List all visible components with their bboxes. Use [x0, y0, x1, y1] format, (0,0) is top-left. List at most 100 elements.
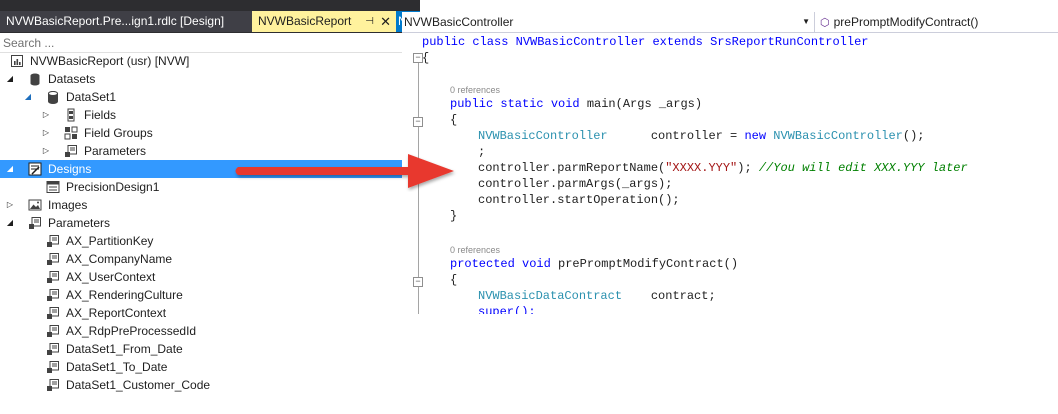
parameter-icon	[47, 325, 59, 337]
code-line-declaration: NVWBasicController controller = new NVWB…	[478, 129, 925, 143]
collapsed-arrow-icon[interactable]: ▷	[6, 200, 14, 209]
code-comment: //You will edit XXX.YYY later	[758, 161, 968, 175]
expanded-arrow-icon[interactable]: ◢	[6, 74, 14, 83]
collapse-icon[interactable]: −	[413, 53, 423, 63]
code-token: NVWBasicController	[515, 35, 646, 49]
code-token: extends	[645, 35, 711, 49]
codelens-references[interactable]: 0 references	[450, 245, 501, 255]
tree-item-parameter-label: DataSet1_From_Date	[66, 342, 183, 356]
tree-item-parameter[interactable]: DataSet1_Customer_Code	[0, 376, 402, 394]
tree-item-parameter[interactable]: AX_RdpPreProcessedId	[0, 322, 402, 340]
class-dropdown[interactable]: NVWBasicController ▼	[404, 12, 815, 32]
code-token: controller.parmReportName(	[478, 161, 666, 175]
code-line-main: public static void main(Args _args)	[450, 97, 702, 111]
tree-item-parameter[interactable]: DataSet1_To_Date	[0, 358, 402, 376]
parameter-icon	[47, 253, 59, 265]
expanded-arrow-icon[interactable]: ◢	[6, 164, 14, 173]
code-line-contract: NVWBasicDataContract contract;	[478, 289, 716, 303]
tree-item-parameter[interactable]: AX_RenderingCulture	[0, 286, 402, 304]
tab-report-design[interactable]: NVWBasicReport.Pre...ign1.rdlc [Design]	[0, 11, 252, 32]
parameter-icon	[47, 271, 59, 283]
report-tree: NVWBasicReport (usr) [NVW] ◢ Datasets ◢ …	[0, 52, 402, 414]
tree-item-fields-label: Fields	[84, 108, 117, 122]
collapsed-arrow-icon[interactable]: ▷	[42, 110, 50, 119]
tree-item-parameters[interactable]: ◢ Parameters	[0, 214, 402, 232]
tree-item-precision-design-label: PrecisionDesign1	[66, 180, 160, 194]
tree-item-parameter[interactable]: AX_ReportContext	[0, 304, 402, 322]
code-token: new	[744, 129, 774, 143]
pin-icon[interactable]: ⊣	[365, 16, 374, 27]
code-token: public class	[422, 35, 516, 49]
codelens-references[interactable]: 0 references	[450, 85, 501, 95]
tree-item-dataset1[interactable]: ◢ DataSet1	[0, 88, 402, 106]
design-icon	[28, 162, 42, 176]
code-token: main(Args _args)	[586, 97, 703, 111]
parameter-icon	[47, 361, 59, 373]
code-token: NVWBasicController	[478, 129, 608, 143]
tree-item-field-groups[interactable]: ▷ Field Groups	[0, 124, 402, 142]
tree-item-parameter-label: AX_CompanyName	[66, 252, 173, 266]
tree-item-parameter-label: AX_RenderingCulture	[66, 288, 183, 302]
class-dropdown-label: NVWBasicController	[404, 15, 514, 29]
collapsed-arrow-icon[interactable]: ▷	[42, 128, 50, 137]
collapse-icon[interactable]: −	[413, 277, 423, 287]
database-icon	[30, 73, 40, 86]
expanded-arrow-icon[interactable]: ◢	[24, 92, 32, 101]
code-token: contract;	[622, 289, 716, 303]
tree-item-images-label: Images	[48, 198, 88, 212]
tree-item-parameter-label: AX_PartitionKey	[66, 234, 154, 248]
collapse-icon[interactable]: −	[413, 117, 423, 127]
red-arrow-annotation	[235, 154, 454, 188]
tree-item-datasets-label: Datasets	[48, 72, 96, 86]
parameter-icon	[29, 217, 41, 229]
tree-item-parameter-label: AX_UserContext	[66, 270, 156, 284]
image-icon	[28, 199, 42, 211]
code-token: SrsReportRunController	[710, 35, 869, 49]
code-token: prePromptModifyContract()	[558, 257, 739, 271]
tree-item-parameter-label: DataSet1_To_Date	[66, 360, 168, 374]
parameter-icon	[47, 235, 59, 247]
expanded-arrow-icon[interactable]: ◢	[6, 218, 14, 227]
precision-design-icon	[46, 181, 60, 193]
tree-item-parameter-label: DataSet1_Customer_Code	[66, 378, 211, 392]
code-navigation-bar: NVWBasicController ▼ ⬡prePromptModifyCon…	[402, 12, 1058, 33]
code-line-brace: }	[450, 209, 458, 223]
tree-item-parameter[interactable]: AX_UserContext	[0, 268, 402, 286]
field-icon	[67, 108, 75, 122]
code-line-super: super();	[478, 305, 536, 314]
tree-item-images[interactable]: ▷ Images	[0, 196, 402, 214]
code-line-parm-args: controller.parmArgs(_args);	[478, 177, 673, 191]
code-editor[interactable]: − − − public class NVWBasicController ex…	[402, 33, 1058, 314]
parameter-icon	[47, 307, 59, 319]
code-token: NVWBasicDataContract	[478, 289, 623, 303]
tree-item-fields[interactable]: ▷ Fields	[0, 106, 402, 124]
code-token: );	[737, 161, 759, 175]
tree-item-dataset-parameters[interactable]: ▷ Parameters	[0, 142, 402, 160]
search-input[interactable]: Search ...	[0, 33, 402, 53]
code-line-brace: {	[450, 113, 458, 127]
code-line-semicolon: ;	[478, 145, 486, 159]
method-icon: ⬡	[820, 17, 830, 29]
close-icon[interactable]: ✕	[380, 14, 391, 29]
tree-item-precision-design[interactable]: PrecisionDesign1	[0, 178, 402, 196]
field-group-icon	[64, 126, 78, 140]
code-token: NVWBasicController	[773, 129, 903, 143]
tab-nvwbasicreport[interactable]: NVWBasicReport ⊣ ✕	[252, 11, 396, 32]
report-icon	[11, 55, 23, 67]
code-line-parm-report-name: controller.parmReportName("XXXX.YYY"); /…	[478, 161, 968, 175]
chevron-down-icon: ▼	[802, 17, 810, 26]
tree-item-datasets[interactable]: ◢ Datasets	[0, 70, 402, 88]
tab-report-design-label: NVWBasicReport.Pre...ign1.rdlc [Design]	[6, 14, 225, 28]
tree-item-root[interactable]: NVWBasicReport (usr) [NVW]	[0, 52, 402, 70]
code-line-brace: {	[450, 273, 458, 287]
method-dropdown[interactable]: ⬡prePromptModifyContract()	[820, 12, 978, 32]
search-placeholder: Search ...	[3, 36, 55, 50]
tree-item-parameter[interactable]: AX_PartitionKey	[0, 232, 402, 250]
tree-item-parameter-label: AX_ReportContext	[66, 306, 167, 320]
code-token: protected void	[450, 257, 559, 271]
parameter-icon	[65, 145, 77, 157]
tree-item-field-groups-label: Field Groups	[84, 126, 153, 140]
collapsed-arrow-icon[interactable]: ▷	[42, 146, 50, 155]
tree-item-parameter[interactable]: DataSet1_From_Date	[0, 340, 402, 358]
tree-item-parameter[interactable]: AX_CompanyName	[0, 250, 402, 268]
